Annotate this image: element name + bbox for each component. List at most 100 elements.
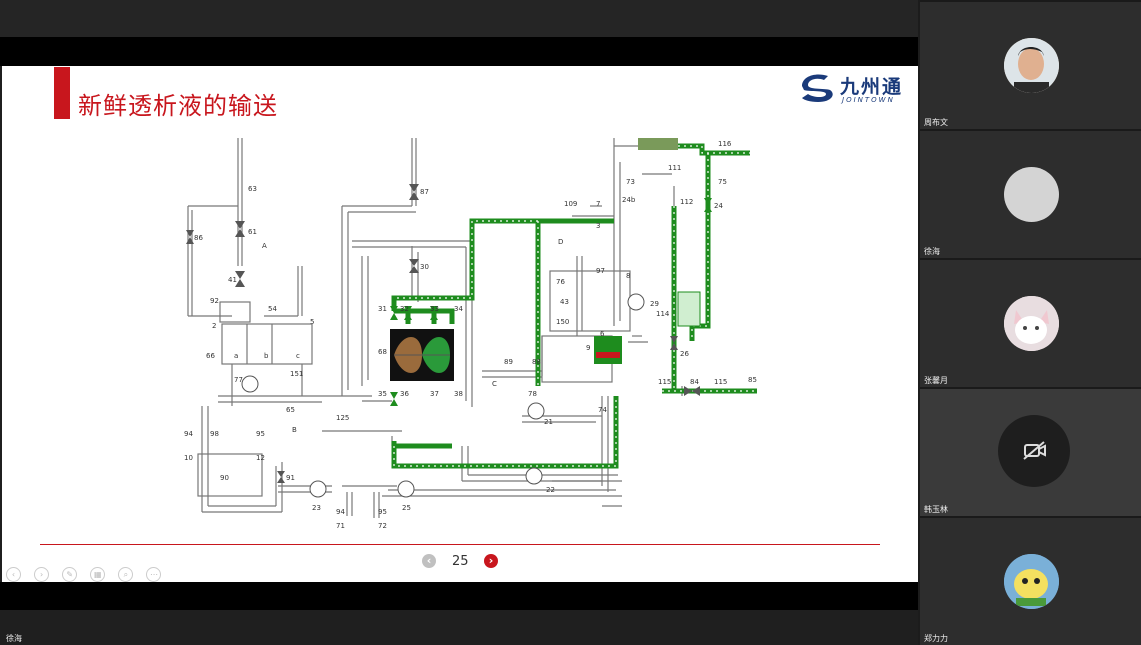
label-29: 29 — [650, 300, 659, 308]
logo-text-en: JOINTOWN — [842, 96, 895, 104]
screen-share-area: 新鲜透析液的输送 九州通 JOINTOWN — [0, 0, 918, 643]
label-95a: 95 — [256, 430, 265, 438]
next-tool-icon[interactable]: › — [34, 567, 50, 582]
logo-mark-icon — [802, 74, 833, 102]
label-66: 66 — [206, 352, 215, 360]
zoom-icon[interactable]: ⌕ — [118, 567, 134, 582]
label-2: 2 — [212, 322, 216, 330]
label-38: 38 — [454, 390, 463, 398]
label-37: 37 — [430, 390, 439, 398]
label-85: 85 — [748, 376, 757, 384]
participant-name: 郑力力 — [924, 634, 948, 643]
participant-name: 张馨月 — [924, 376, 948, 385]
label-A: A — [262, 242, 267, 250]
label-a1: a — [234, 352, 238, 360]
label-33: 33 — [430, 305, 439, 313]
label-34: 34 — [454, 305, 463, 313]
participant-name: 韩玉林 — [924, 505, 948, 514]
label-68: 68 — [378, 348, 387, 356]
label-D: D — [558, 238, 563, 246]
logo-text-cn: 九州通 — [840, 76, 904, 98]
slides-grid-icon[interactable]: ▦ — [90, 567, 106, 582]
next-slide-button[interactable]: › — [484, 554, 498, 568]
participant-tile[interactable]: 周布文 — [920, 2, 1141, 129]
label-B: B — [292, 426, 297, 434]
camera-off-icon — [1023, 441, 1046, 460]
label-12: 12 — [256, 454, 265, 462]
cat-avatar-icon — [1004, 296, 1059, 351]
label-111: 111 — [668, 164, 681, 172]
label-75: 75 — [718, 178, 727, 186]
cartoon-avatar-icon — [1004, 554, 1059, 609]
label-24: 24 — [714, 202, 723, 210]
label-72: 72 — [378, 522, 387, 530]
label-26: 26 — [680, 350, 689, 358]
letterbox-top — [0, 37, 918, 66]
label-36: 36 — [400, 390, 409, 398]
camera-off-indicator — [998, 415, 1070, 487]
label-35: 35 — [378, 390, 387, 398]
participant-tile[interactable]: 韩玉林 — [920, 389, 1141, 516]
person-face-icon — [1004, 38, 1059, 93]
label-10: 10 — [184, 454, 193, 462]
label-114: 114 — [656, 310, 670, 318]
more-options-icon[interactable]: ⋯ — [146, 567, 162, 582]
label-31: 31 — [378, 305, 387, 313]
participant-tile[interactable]: 郑力力 — [920, 518, 1141, 645]
label-71: 71 — [336, 522, 345, 530]
label-74: 74 — [598, 406, 607, 414]
page-number: 25 — [452, 554, 469, 569]
label-c1: c — [296, 352, 300, 360]
label-115b: 115 — [714, 378, 727, 386]
label-151: 151 — [290, 370, 303, 378]
label-30: 30 — [420, 263, 429, 271]
label-115a: 115 — [658, 378, 671, 386]
label-77: 77 — [234, 376, 243, 384]
label-25: 25 — [402, 504, 411, 512]
label-41: 41 — [228, 276, 237, 284]
label-89: 89 — [504, 358, 513, 366]
label-61: 61 — [248, 228, 257, 236]
label-32: 32 — [400, 305, 409, 313]
label-86: 86 — [194, 234, 203, 242]
prev-slide-button[interactable]: ‹ — [422, 554, 436, 568]
label-5: 5 — [310, 318, 314, 326]
label-97: 97 — [596, 267, 605, 275]
label-94a: 94 — [184, 430, 193, 438]
pen-icon[interactable]: ✎ — [62, 567, 78, 582]
label-125: 125 — [336, 414, 349, 422]
top-bar — [0, 0, 918, 37]
slide-toolbar: ‹ › ✎ ▦ ⌕ ⋯ — [6, 562, 169, 582]
participant-video — [1004, 38, 1059, 93]
dialysis-flow-diagram: 63 86 61 A 41 92 2 54 5 66 a b c 77 151 … — [184, 138, 757, 530]
label-84: 84 — [690, 378, 699, 386]
label-98: 98 — [210, 430, 219, 438]
company-logo: 九州通 JOINTOWN — [798, 70, 916, 110]
label-3: 3 — [596, 222, 600, 230]
presenter-name: 徐海 — [6, 634, 22, 643]
label-65: 65 — [286, 406, 295, 414]
label-112: 112 — [680, 198, 693, 206]
footer-divider — [40, 544, 880, 545]
participant-name: 徐海 — [924, 247, 940, 256]
label-C: C — [492, 380, 497, 388]
slide-title: 新鲜透析液的输送 — [78, 92, 278, 120]
previous-tool-icon[interactable]: ‹ — [6, 567, 21, 582]
label-23: 23 — [312, 504, 321, 512]
label-76: 76 — [556, 278, 565, 286]
participant-avatar — [1004, 167, 1059, 222]
label-78: 78 — [528, 390, 537, 398]
participant-panel: 周布文 徐海 张馨月 韩玉林 — [920, 0, 1141, 645]
participant-name: 周布文 — [924, 118, 948, 127]
label-9: 9 — [586, 344, 590, 352]
label-63: 63 — [248, 185, 257, 193]
title-accent-bar — [54, 67, 70, 119]
label-54: 54 — [268, 305, 277, 313]
label-b1: b — [264, 352, 269, 360]
presentation-slide: 新鲜透析液的输送 九州通 JOINTOWN — [2, 66, 918, 582]
participant-tile[interactable]: 徐海 — [920, 131, 1141, 258]
label-24b: 24b — [622, 196, 636, 204]
label-8: 8 — [626, 272, 630, 280]
participant-tile[interactable]: 张馨月 — [920, 260, 1141, 387]
label-91: 91 — [286, 474, 295, 482]
